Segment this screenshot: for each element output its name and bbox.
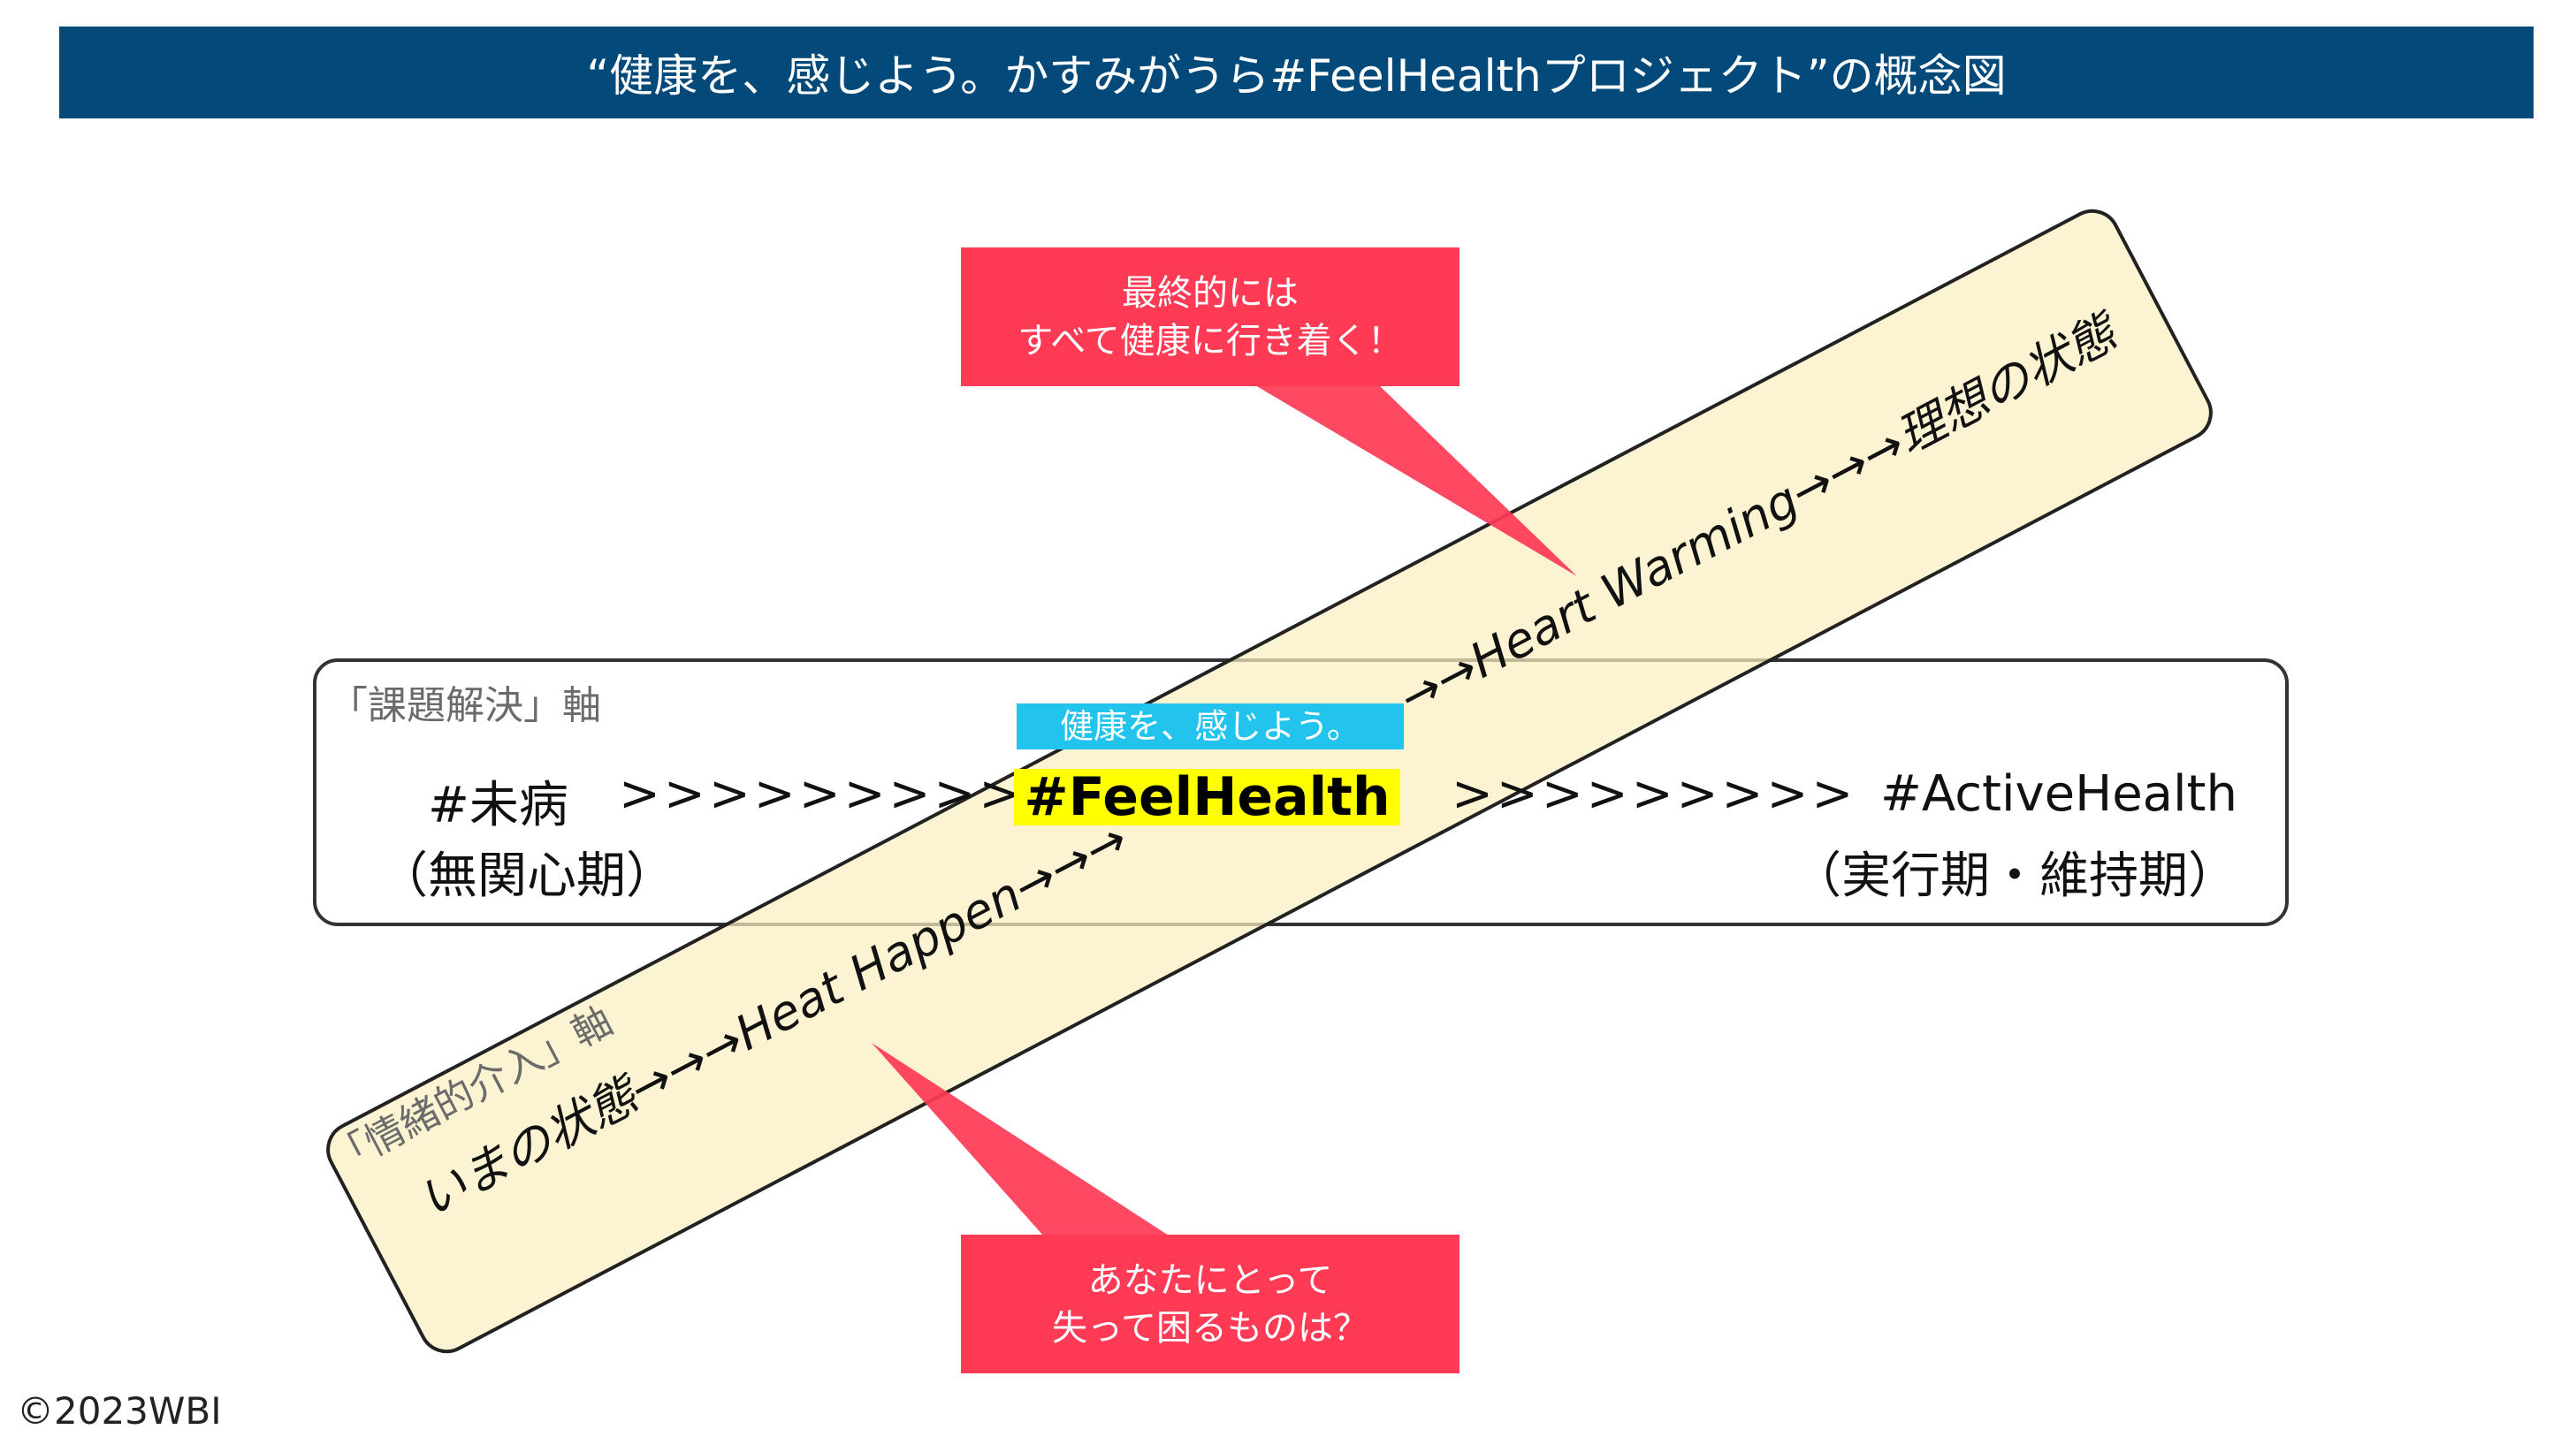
horizontal-axis-label: 「課題解決」軸 <box>329 683 601 728</box>
left-stage: （無関心期） <box>378 848 675 905</box>
bottom-callout-tail <box>872 1043 1169 1236</box>
title-bar: “健康を、感じよう。かすみがうら#FeelHealthプロジェクト”の概念図 <box>59 27 2534 118</box>
top-callout-tail <box>1255 385 1577 576</box>
center-subtitle-label: 健康を、感じよう。 <box>1017 703 1404 749</box>
arrows-left: >>>>>>>>> <box>619 765 1025 823</box>
callout-line: 最終的には <box>1122 273 1299 314</box>
right-tag: #ActiveHealth <box>1879 765 2237 823</box>
right-stage: （実行期・維持期） <box>1792 848 2237 905</box>
callout-line: すべて健康に行き着く！ <box>1017 321 1403 361</box>
left-tag: #未病 <box>428 777 568 834</box>
copyright: ©2023WBI <box>17 1389 222 1433</box>
page-title: “健康を、感じよう。かすみがうら#FeelHealthプロジェクト”の概念図 <box>586 50 2007 102</box>
arrows-right: >>>>>>>>> <box>1452 765 1857 823</box>
bottom-callout-text: あなたにとって 失って困るものは？ <box>961 1257 1459 1352</box>
top-callout-text: 最終的には すべて健康に行き着く！ <box>961 270 1459 365</box>
top-callout-box <box>961 247 1459 386</box>
center-tag-feelhealth: #FeelHealth <box>1014 769 1400 825</box>
callout-line: あなたにとって <box>1087 1260 1333 1301</box>
bottom-callout-box <box>961 1235 1459 1373</box>
callout-line: 失って困るものは？ <box>1052 1308 1368 1349</box>
